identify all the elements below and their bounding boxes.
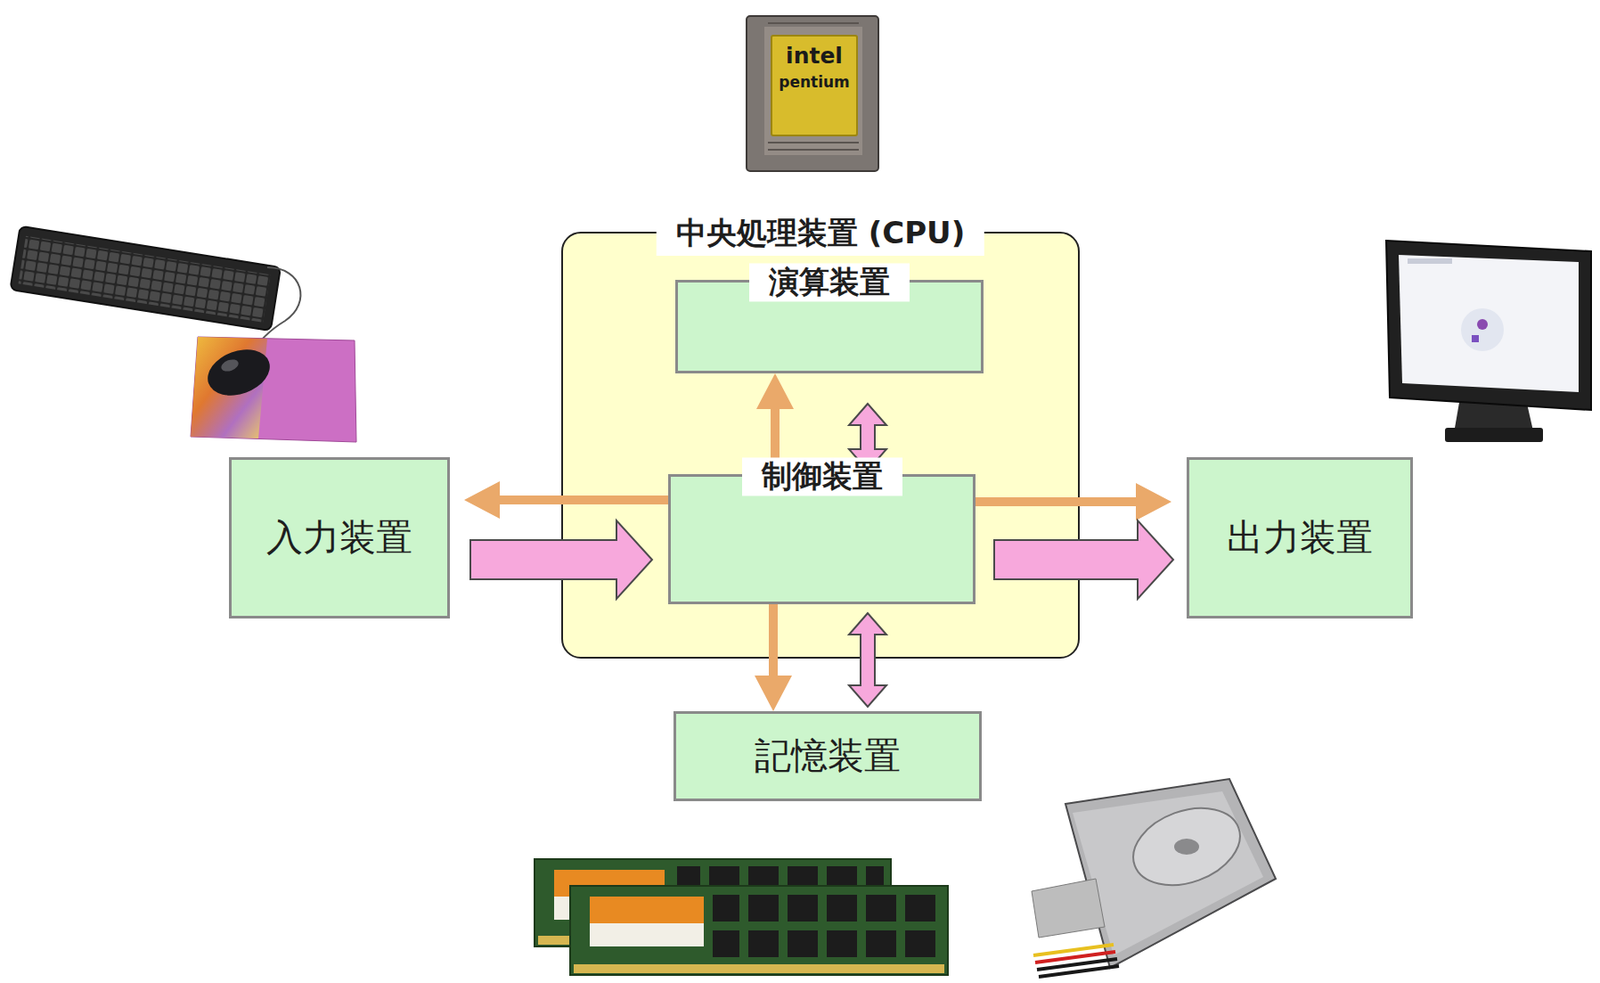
- control-arrow: [464, 481, 669, 519]
- unit-label: 出力装置: [1226, 516, 1373, 559]
- group-title: 中央処理装置 (CPU): [656, 211, 985, 256]
- control-arrow: [975, 482, 1172, 521]
- unit-box: 出力装置: [1186, 457, 1413, 619]
- data-arrow: [994, 520, 1174, 599]
- unit-box: 入力装置: [228, 457, 450, 619]
- cpu-group: 中央処理装置 (CPU)演算装置制御装置: [561, 231, 1080, 659]
- data-arrow: [848, 612, 887, 707]
- unit-box: 制御装置: [668, 473, 976, 605]
- chip-marking: pentium: [778, 73, 850, 91]
- chip-marking: intel: [785, 42, 843, 69]
- control-arrow: [756, 373, 794, 474]
- unit-label: 演算装置: [749, 262, 910, 302]
- control-arrow: [754, 604, 792, 711]
- unit-box: 記憶装置: [673, 710, 982, 801]
- keyboard-photo: [9, 226, 281, 331]
- hard-disk-photo: [1031, 778, 1276, 977]
- monitor-photo: [1386, 240, 1592, 442]
- cpu-chip-photo: [746, 16, 879, 172]
- ram-photo: [534, 858, 948, 975]
- unit-box: 演算装置: [675, 279, 984, 374]
- unit-label: 入力装置: [266, 516, 413, 559]
- data-arrow: [470, 520, 653, 599]
- unit-label: 記憶装置: [754, 734, 901, 777]
- data-arrow: [848, 403, 887, 471]
- unit-label: 制御装置: [742, 457, 903, 496]
- mouse-pad-photo: [190, 336, 357, 442]
